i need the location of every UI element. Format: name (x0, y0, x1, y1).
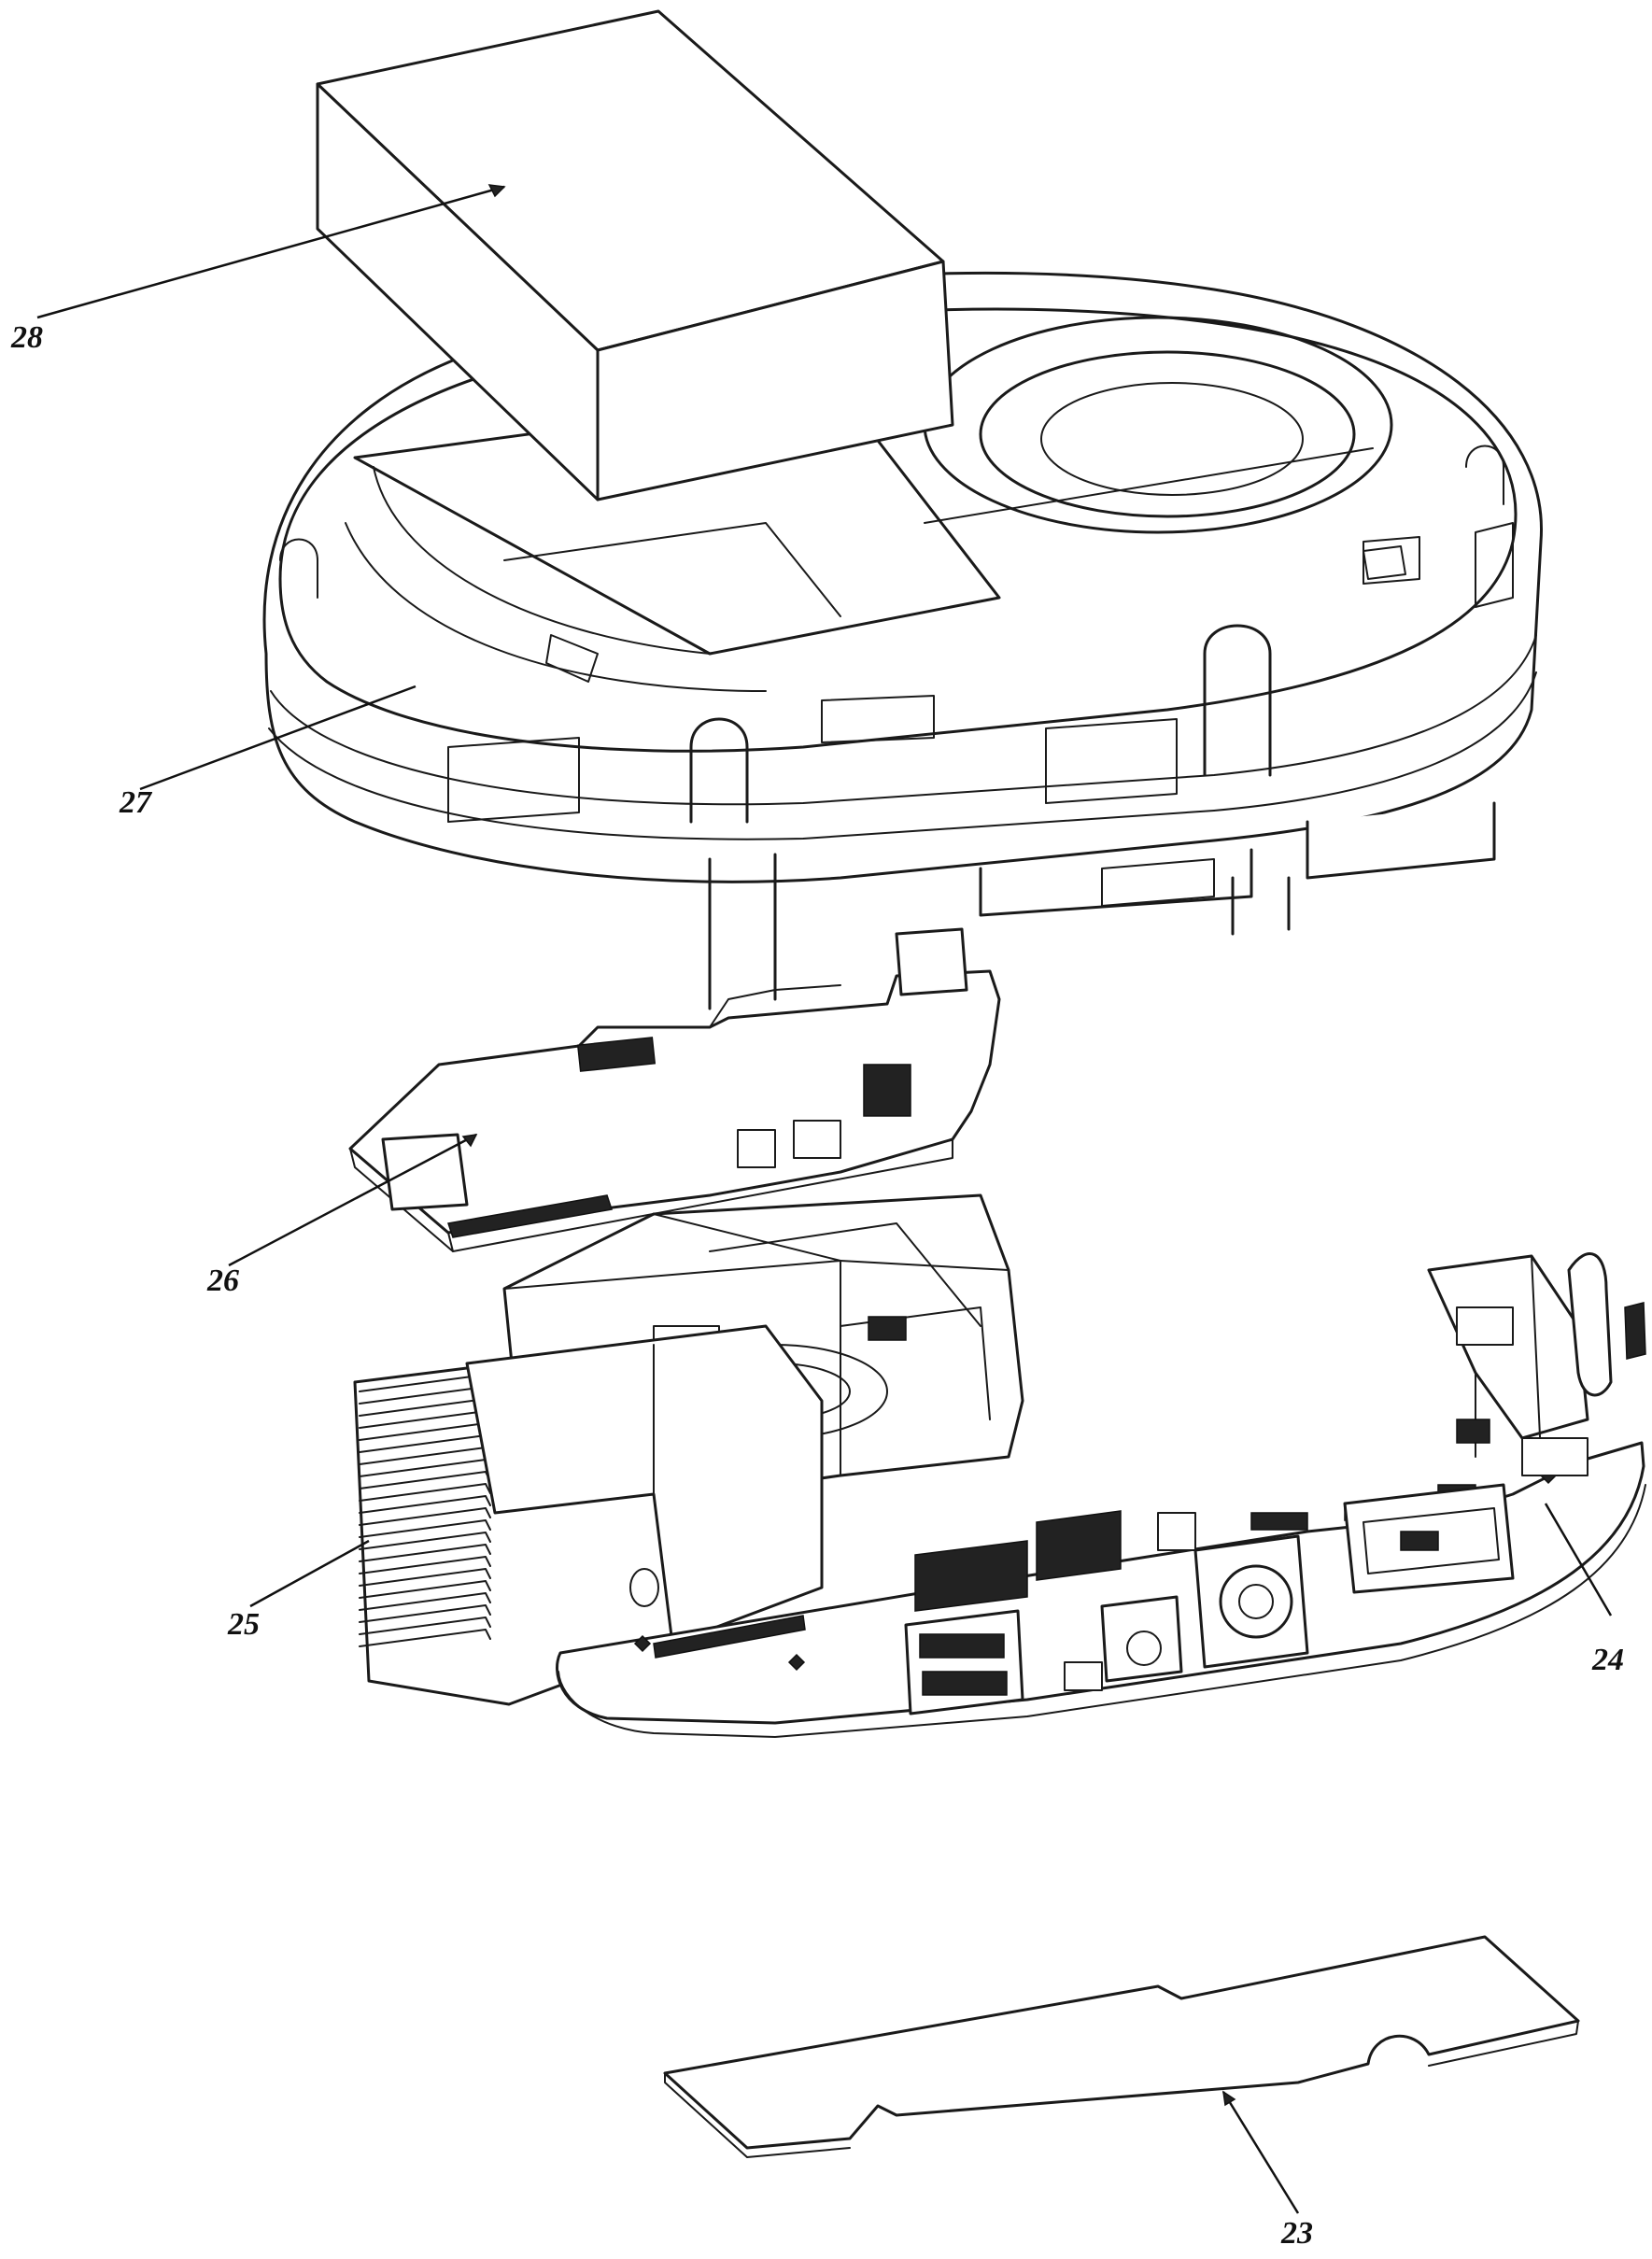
leader-28 (36, 185, 505, 319)
heatsink-fin (359, 1519, 491, 1538)
heatsink-fin (359, 1604, 491, 1623)
heatsink-fin (359, 1495, 491, 1514)
leader-27 (139, 685, 417, 791)
heatsink-fin (359, 1617, 491, 1635)
heatsink-fin (359, 1629, 491, 1647)
leader-25 (249, 1539, 370, 1608)
box-part-28 (316, 9, 954, 501)
pcb-part-26 (348, 927, 1001, 1252)
leader-lines (36, 184, 1613, 2214)
heatsink-fin (359, 1483, 491, 1502)
pcb-part-24 (556, 1252, 1646, 1738)
heatsink-fin (359, 1568, 491, 1587)
leader-26 (228, 1133, 477, 1267)
heatsink-fin (359, 1556, 491, 1574)
heatsink-part-25 (353, 1324, 824, 1706)
label-27: 27 (119, 785, 153, 820)
heatsink-fin (359, 1544, 491, 1562)
plate-part-23 (663, 1935, 1580, 2158)
label-28: 28 (10, 320, 43, 355)
heatsink-fin (359, 1532, 491, 1550)
leader-24 (1544, 1503, 1613, 1617)
leader-23 (1221, 2091, 1300, 2214)
label-24: 24 (1591, 1643, 1624, 1677)
heatsink-fin (359, 1592, 491, 1611)
label-23: 23 (1280, 2216, 1313, 2251)
label-25: 25 (227, 1607, 260, 1642)
heatsink-fin (359, 1507, 491, 1526)
reference-labels: 28 27 26 25 24 23 (10, 320, 1624, 2251)
heatsink-fin (359, 1580, 491, 1599)
label-26: 26 (206, 1264, 239, 1298)
